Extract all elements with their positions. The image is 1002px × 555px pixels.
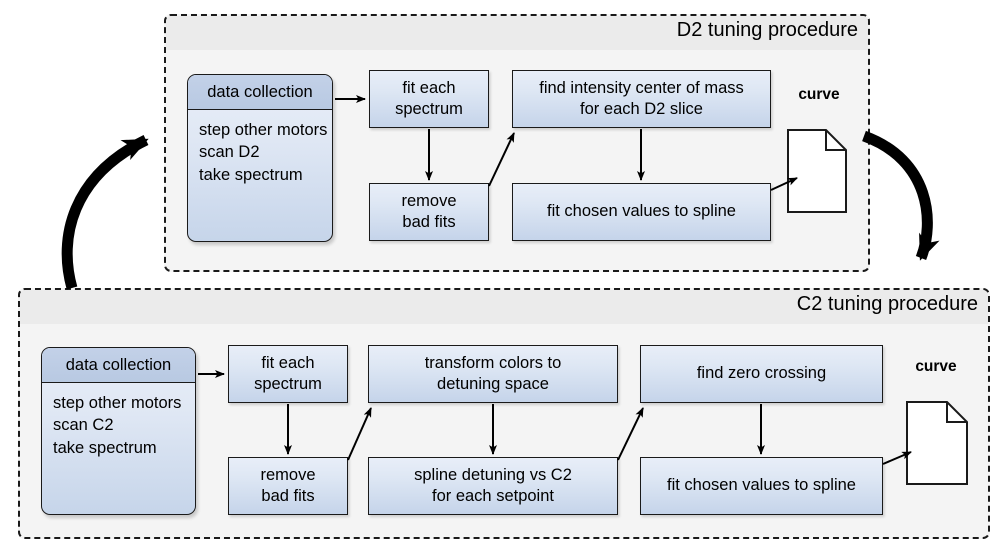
c2-data-collection-box[interactable]: data collection step other motors scan C… (41, 347, 196, 515)
document-icon (787, 129, 847, 213)
c2-output-curve-label: curve (915, 358, 957, 375)
arrow-d2-to-c2-loop (862, 130, 940, 261)
c2-step-3: take spectrum (53, 438, 157, 457)
d2-node-remove-bad-fits[interactable]: remove bad fits (369, 183, 489, 241)
c2-node-fit-each-spectrum-label: fit each spectrum (254, 353, 322, 393)
d2-node-remove-bad-fits-label: remove bad fits (401, 191, 457, 231)
d2-node-fit-chosen-values-to-spline-label: fit chosen values to spline (547, 202, 736, 221)
d2-output-curve-label: curve (798, 86, 840, 103)
d2-node-find-intensity-center-of-mass[interactable]: find intensity center of mass for each D… (512, 70, 771, 128)
d2-step-3: take spectrum (199, 165, 303, 184)
c2-node-find-zero-crossing[interactable]: find zero crossing (640, 345, 883, 403)
c2-node-remove-bad-fits-label: remove bad fits (260, 465, 316, 505)
c2-node-remove-bad-fits[interactable]: remove bad fits (228, 457, 348, 515)
c2-node-fit-chosen-values-to-spline-label: fit chosen values to spline (667, 476, 856, 495)
c2-node-fit-each-spectrum[interactable]: fit each spectrum (228, 345, 348, 403)
d2-data-collection-steps: step other motors scan D2 take spectrum (188, 110, 332, 186)
c2-node-transform-colors-to-detuning-space-label: transform colors to detuning space (424, 353, 562, 393)
d2-node-fit-chosen-values-to-spline[interactable]: fit chosen values to spline (512, 183, 771, 241)
c2-node-fit-chosen-values-to-spline[interactable]: fit chosen values to spline (640, 457, 883, 515)
document-icon (906, 401, 968, 485)
c2-node-spline-detuning-vs-c2-label: spline detuning vs C2 for each setpoint (414, 465, 572, 505)
c2-node-spline-detuning-vs-c2[interactable]: spline detuning vs C2 for each setpoint (368, 457, 618, 515)
arrow-c2-to-d2-loop (61, 135, 149, 290)
group-d2-header-band (166, 16, 868, 50)
c2-step-1: step other motors (53, 394, 182, 412)
c2-data-collection-header: data collection (42, 348, 195, 383)
c2-output-curve[interactable]: curve (895, 358, 977, 485)
group-c2-title: C2 tuning procedure (796, 293, 978, 315)
c2-node-transform-colors-to-detuning-space[interactable]: transform colors to detuning space (368, 345, 618, 403)
d2-data-collection-box[interactable]: data collection step other motors scan D… (187, 74, 333, 242)
d2-node-fit-each-spectrum[interactable]: fit each spectrum (369, 70, 489, 128)
c2-node-find-zero-crossing-label: find zero crossing (696, 364, 827, 383)
d2-output-curve[interactable]: curve (780, 86, 858, 213)
group-c2-header-band (20, 290, 988, 324)
d2-step-2: scan D2 (199, 143, 260, 162)
group-d2-title: D2 tuning procedure (676, 19, 858, 41)
c2-step-2: scan C2 (53, 416, 114, 435)
d2-step-1: step other motors (199, 121, 328, 139)
d2-data-collection-header: data collection (188, 75, 332, 110)
d2-node-fit-each-spectrum-label: fit each spectrum (395, 78, 463, 118)
c2-data-collection-steps: step other motors scan C2 take spectrum (42, 383, 195, 459)
d2-node-find-intensity-center-of-mass-label: find intensity center of mass for each D… (539, 78, 744, 118)
